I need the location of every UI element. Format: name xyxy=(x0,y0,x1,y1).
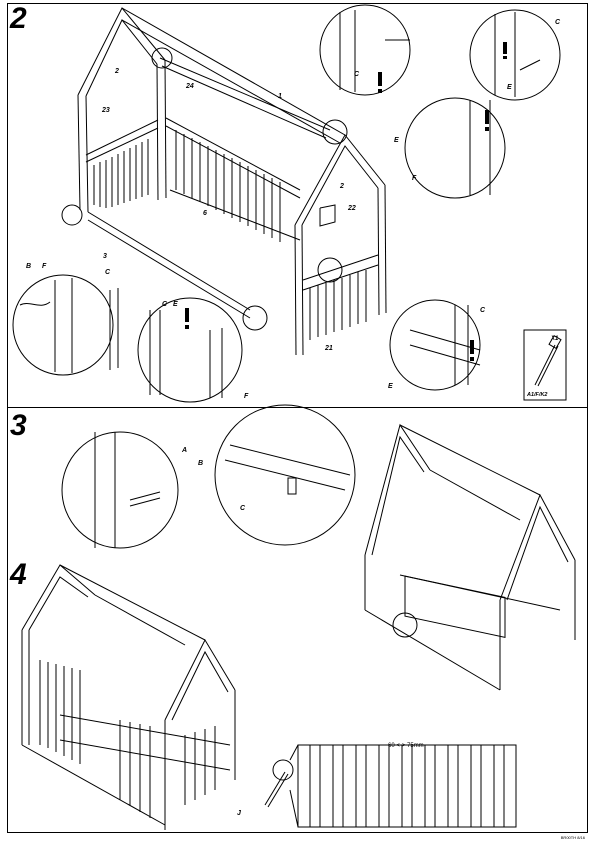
step3-callout-circle xyxy=(392,612,418,638)
section-divider xyxy=(7,407,588,408)
fastener-label: E xyxy=(173,301,178,308)
fastener-label: F xyxy=(412,175,417,182)
hardware-quantity: X1 xyxy=(550,336,559,342)
step2-callout-circle-4 xyxy=(242,305,268,331)
step-number-2: 2 xyxy=(10,2,27,35)
step4-spindles xyxy=(39,660,216,818)
fastener-label: C xyxy=(354,71,360,78)
step2-callout-circle-1 xyxy=(61,204,83,226)
part-label: 6 xyxy=(203,210,207,217)
step2-callout-circle-5 xyxy=(317,257,343,283)
step-number-4: 4 xyxy=(10,558,27,591)
slat-panel xyxy=(297,744,517,828)
step-number-3: 3 xyxy=(10,409,27,442)
part-labels: 2 23 24 1 2 22 21 3 6 B F C C E F C E E … xyxy=(26,19,561,817)
leader-line xyxy=(289,789,299,828)
fastener-label: F xyxy=(42,263,47,270)
step4-bed-frame xyxy=(21,564,236,830)
step2-detail-circle-bottom-right xyxy=(389,299,481,391)
part-label: 22 xyxy=(347,205,356,212)
step4-callout-circle xyxy=(272,759,294,781)
part-label: 2 xyxy=(114,68,119,75)
fastener-label: C xyxy=(480,307,486,314)
fastener-label: B xyxy=(198,460,203,467)
part-label: 1 xyxy=(278,93,282,100)
fastener-label: A xyxy=(181,447,187,454)
leader-line xyxy=(289,744,299,761)
step3-detail-circle-dowel xyxy=(214,404,356,546)
step2-bed-frame xyxy=(77,7,387,356)
step2-detail-circle-top xyxy=(319,4,411,96)
fastener-label: E xyxy=(394,137,399,144)
slat-panel-lines xyxy=(309,745,505,827)
step2-callout-circle-2 xyxy=(151,47,173,69)
step2-callout-circle-3 xyxy=(322,119,348,145)
fastener-label: C xyxy=(162,301,168,308)
step2-detail-circle-center xyxy=(137,297,243,403)
attention-icon xyxy=(185,42,507,361)
fastener-label: E xyxy=(388,383,393,390)
step2-detail-circle-right xyxy=(404,97,506,199)
step2-detail-circle-top-right xyxy=(469,9,561,101)
fastener-label: J xyxy=(237,810,242,817)
hardware-box xyxy=(523,329,567,401)
part-label: 21 xyxy=(324,345,333,352)
part-label: 24 xyxy=(185,83,194,90)
step3-detail-contents xyxy=(94,432,351,548)
part-label: 3 xyxy=(103,253,107,260)
part-label: 23 xyxy=(101,107,110,114)
fastener-label: E xyxy=(507,84,512,91)
fastener-label: F xyxy=(244,393,249,400)
step2-detail-contents xyxy=(19,10,541,398)
screw-icon xyxy=(534,334,562,387)
fastener-label: B xyxy=(26,263,31,270)
step2-back-spindles xyxy=(93,130,367,340)
part-label: 2 xyxy=(339,183,344,190)
step2-detail-circle-left xyxy=(12,274,114,376)
hardware-code: A1/F/K2 xyxy=(526,392,547,398)
fastener-label: C xyxy=(240,505,246,512)
step3-detail-circle-bolt xyxy=(61,431,179,549)
footer-code: BR00TH 8/16 xyxy=(560,835,585,840)
screw-j-icon xyxy=(264,771,289,808)
fastener-label: C xyxy=(555,19,561,26)
dimension-label: 60 <-> 75mm xyxy=(388,743,424,749)
fastener-label: C xyxy=(105,269,111,276)
page-frame xyxy=(7,3,588,833)
step3-bed-frame xyxy=(364,423,576,691)
